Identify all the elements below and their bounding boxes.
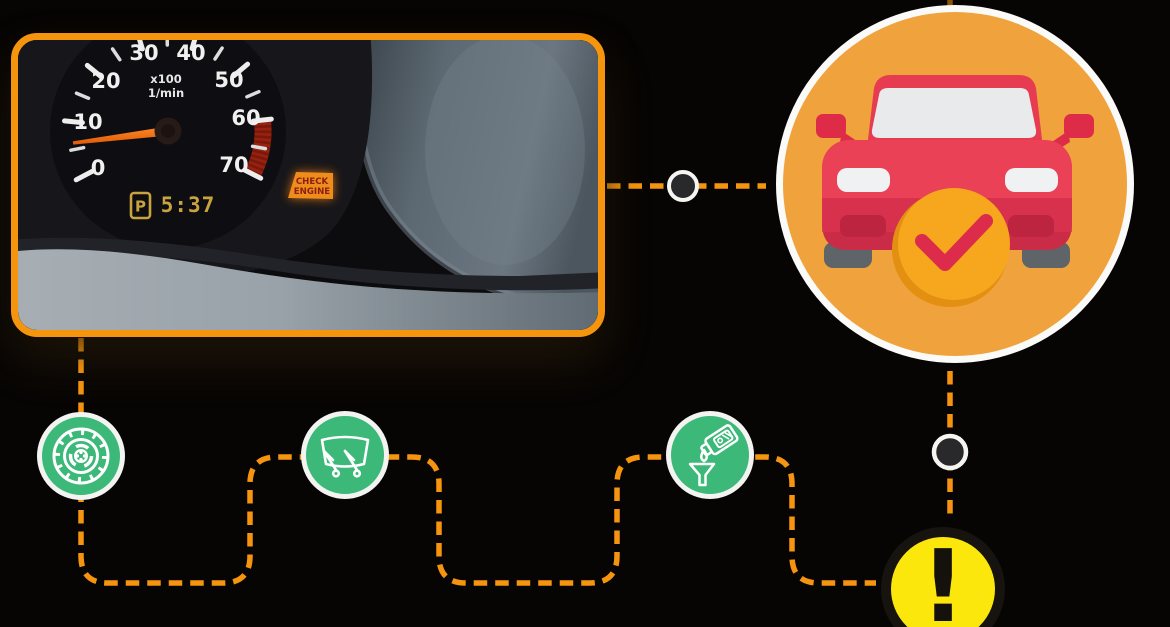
check-engine-line2: ENGINE [294,187,331,197]
service-node-oil [666,411,754,499]
needle-hub-center [161,124,175,138]
dial-unit-labels: x100 1/min [148,72,184,100]
tachometer-photo-art: 0 10 20 30 40 50 60 70 x100 1/min [18,40,598,330]
engine-warning-node: ! [881,527,1005,627]
lower-cowl-swath [18,249,598,330]
major-ticks [62,40,274,183]
dashboard-cowl [358,40,598,306]
multiplier-label: x100 [150,72,181,86]
tick-label-40: 40 [176,41,205,65]
car-approved-badge [776,5,1134,363]
tick-label-50: 50 [214,68,243,92]
node-dot-right [931,433,969,471]
service-node-tire [37,412,125,500]
tick-label-10: 10 [73,110,102,134]
connector-service-path [78,338,876,586]
tachometer-needle [72,126,169,145]
checkmark-icon [915,214,993,271]
car-icon [816,75,1094,268]
panel-bottom-shadow [18,237,598,291]
unit-label: 1/min [148,86,184,100]
tachometer-numerals: 0 10 20 30 40 50 60 70 [73,41,260,180]
node-dot-top [667,170,699,202]
dashboard-photo: 0 10 20 30 40 50 60 70 x100 1/min [11,33,605,337]
oil-change-icon [688,424,739,487]
tick-label-70: 70 [219,153,248,177]
gear-indicator: P [129,191,152,220]
gear-indicator-letter: P [135,198,146,216]
service-node-wiper [301,411,389,499]
tire-wheel-icon [52,427,110,485]
exclamation-icon: ! [920,528,966,627]
minor-ticks [69,40,268,152]
tick-label-30: 30 [129,41,158,65]
check-engine-line1: CHECK [296,177,329,187]
tick-label-20: 20 [91,69,120,93]
checkmark-badge [892,188,1010,307]
tick-label-0: 0 [91,156,106,180]
check-engine-lamp: CHECK ENGINE [288,172,333,199]
warning-circle [881,527,1005,627]
windshield-wiper-icon [320,435,370,478]
dashboard-clock: 5:37 [161,193,216,217]
tick-label-60: 60 [231,106,260,130]
cowl-sheen [425,40,585,265]
